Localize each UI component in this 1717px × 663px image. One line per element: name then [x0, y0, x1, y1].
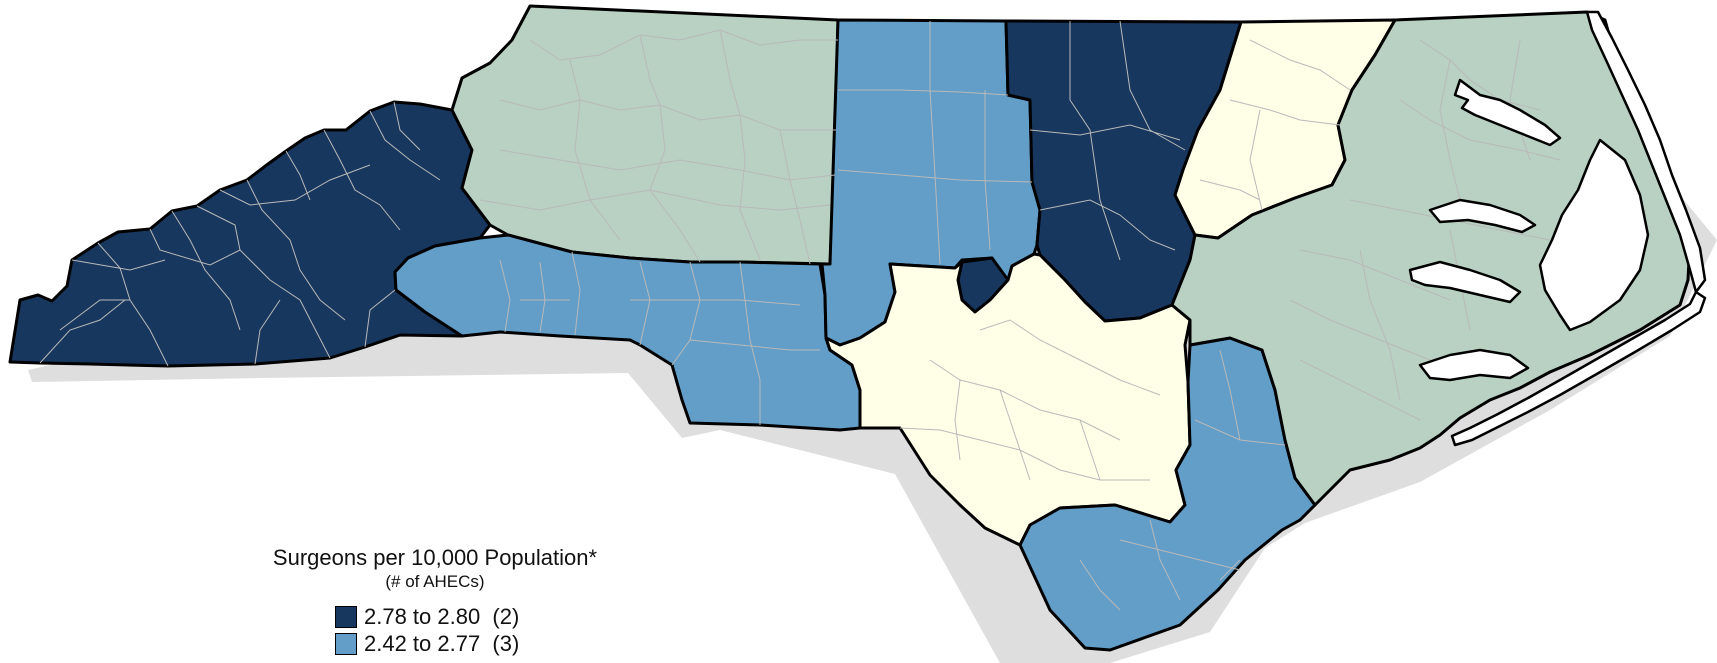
albemarle-sound: [1453, 78, 1562, 147]
ahec-region-northwest: [450, 4, 840, 266]
pamlico-sound: [1538, 138, 1650, 332]
ahec-region-charlotte: [393, 233, 862, 432]
county-boundaries: [39, 20, 1561, 611]
outer-banks-north: [1585, 10, 1707, 294]
map-legend: Surgeons per 10,000 Population* (# of AH…: [220, 545, 650, 657]
coastal-sounds: [1408, 10, 1707, 447]
legend-items: 2.78 to 2.80 (2) 2.42 to 2.77 (3): [335, 603, 650, 657]
legend-item-class-1: 2.78 to 2.80 (2): [335, 603, 650, 630]
legend-item-class-2: 2.42 to 2.77 (3): [335, 630, 650, 657]
legend-item-label: 2.42 to 2.77 (3): [364, 630, 520, 656]
legend-title: Surgeons per 10,000 Population*: [272, 545, 598, 570]
ahec-regions: [8, 4, 1692, 652]
legend-item-label: 2.78 to 2.80 (2): [364, 603, 520, 629]
legend-swatch: [335, 632, 357, 655]
pamlico-river-mouth: [1428, 198, 1537, 234]
outer-banks-south: [1450, 290, 1707, 447]
legend-swatch: [335, 605, 357, 628]
core-sound: [1418, 348, 1530, 382]
legend-subtitle: (# of AHECs): [385, 572, 485, 591]
neuse-river-mouth: [1408, 260, 1522, 304]
